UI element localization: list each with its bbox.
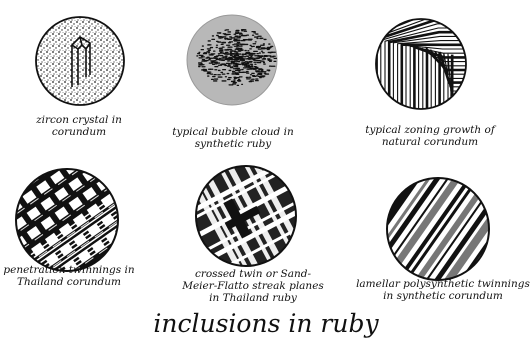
penetration-twinning-icon (14, 167, 120, 273)
lamellar-twinning-icon (385, 176, 491, 282)
caption-bubble-cloud: typical bubble cloud in synthetic ruby (168, 126, 298, 150)
caption-zircon: zircon crystal in corundum (14, 114, 144, 138)
caption-lamellar: lamellar polysynthetic twinnings in synt… (354, 278, 532, 302)
caption-zoning: typical zoning growth of natural corundu… (360, 124, 500, 148)
zoning-growth-icon (374, 17, 468, 111)
bubble-cloud-icon (185, 13, 279, 107)
figure-title: inclusions in ruby (0, 309, 532, 338)
zircon-crystal-icon (34, 15, 126, 107)
crossed-twin-icon (194, 164, 298, 268)
caption-penetration: penetration twinnings in Thailand corund… (0, 264, 138, 288)
caption-crossed-twin: crossed twin or Sand-Meier-Flatto streak… (178, 268, 328, 304)
